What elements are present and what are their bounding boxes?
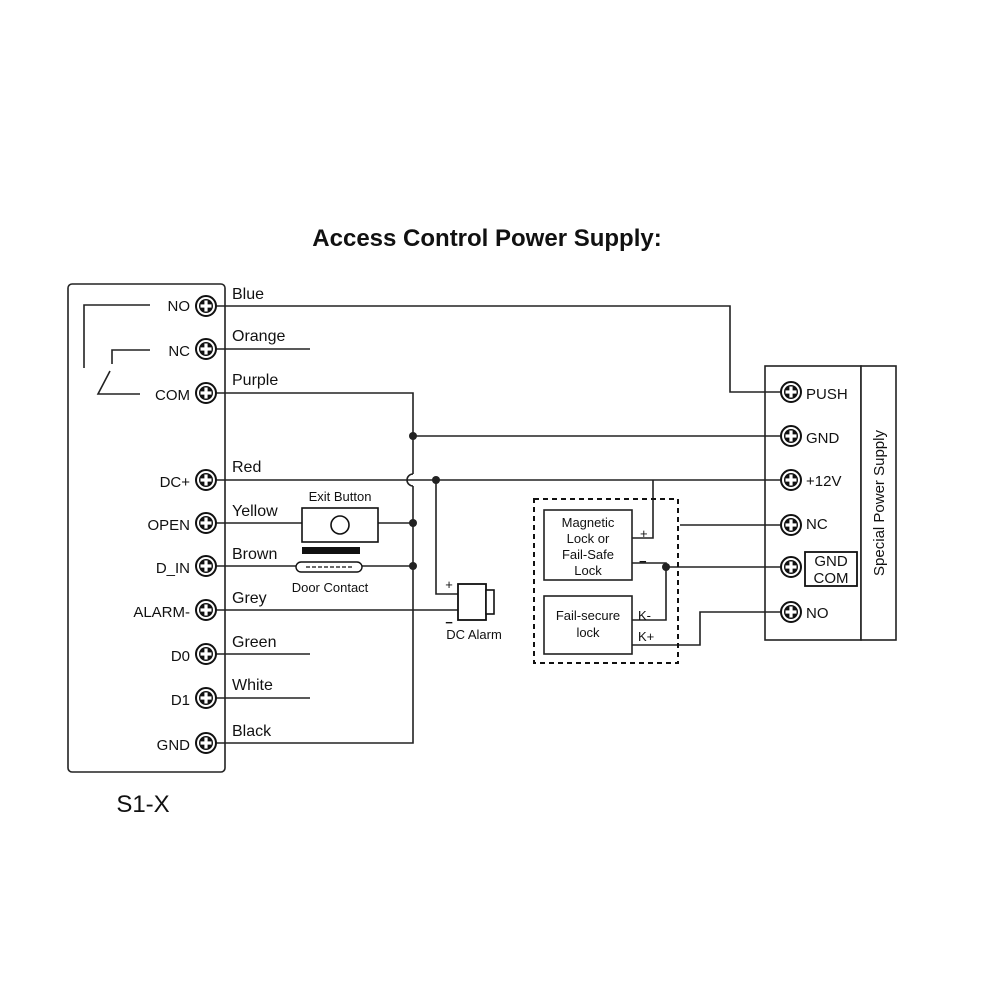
exit-button-knob — [330, 515, 350, 535]
wire-mag-minus-gndcom — [632, 562, 780, 568]
fail-secure-line-2: lock — [576, 625, 600, 640]
wire-alarm-plus — [435, 480, 460, 595]
screw-icon — [195, 382, 217, 404]
wire-label-green: Green — [232, 634, 276, 651]
screw-icon — [195, 643, 217, 665]
wire-label-yellow: Yellow — [232, 503, 278, 520]
screw-icon — [195, 555, 217, 577]
magnetic-lock-line-4: Lock — [574, 563, 602, 578]
relay-symbol — [83, 304, 150, 395]
wire-label-brown: Brown — [232, 546, 277, 563]
screw-icon — [195, 732, 217, 754]
magnetic-lock-line-1: Magnetic — [562, 515, 615, 530]
wire-purple-top — [215, 392, 414, 474]
door-contact-reed — [295, 561, 363, 573]
wire-label-white: White — [232, 677, 273, 694]
door-contact: Door Contact — [292, 547, 369, 595]
screw-icon — [780, 556, 802, 578]
controller-model: S1-X — [116, 791, 169, 818]
screw-icon — [780, 381, 802, 403]
terminal-label-alarm: ALARM- — [133, 604, 190, 621]
ps-terminal-label-push: PUSH — [806, 386, 848, 403]
controller-terminal-labels: NO NC COM DC+ OPEN D_IN ALARM- D0 D1 GND — [133, 298, 190, 754]
ps-terminal-label-no: NO — [806, 605, 829, 622]
screw-icon — [195, 512, 217, 534]
ps-terminal-label-com: COM — [814, 570, 849, 587]
wire-label-blue: Blue — [232, 286, 264, 303]
fail-secure-k-minus: K- — [638, 608, 651, 623]
fail-secure-k-plus: K+ — [638, 629, 654, 644]
magnetic-lock-box — [543, 509, 633, 581]
junction-red — [432, 476, 440, 484]
screw-icon — [195, 687, 217, 709]
magnetic-lock-line-3: Fail-Safe — [562, 547, 614, 562]
dc-alarm-label: DC Alarm — [446, 627, 502, 642]
screw-icon — [195, 338, 217, 360]
terminal-label-com: COM — [155, 387, 190, 404]
wire-label-purple: Purple — [232, 372, 278, 389]
terminal-label-d-in: D_IN — [156, 560, 190, 577]
terminal-label-no: NO — [168, 298, 191, 315]
junction-dots — [409, 432, 670, 571]
power-supply: Special Power Supply PUSH GND +12V NC GN… — [764, 365, 897, 641]
terminal-label-d1: D1 — [171, 692, 190, 709]
dc-alarm-plus: + — [445, 577, 453, 592]
wire-label-black: Black — [232, 723, 272, 740]
junction-lock — [662, 563, 670, 571]
wire-label-orange: Orange — [232, 328, 285, 345]
screw-icon — [195, 599, 217, 621]
wire-color-labels: Blue Orange Purple Red Yellow Brown Grey… — [232, 286, 285, 740]
ps-terminal-label-gnd2: GND — [814, 553, 848, 570]
screw-icon — [780, 601, 802, 623]
exit-button-label: Exit Button — [309, 489, 372, 504]
fail-secure-line-1: Fail-secure — [556, 608, 620, 623]
magnetic-lock-plus: + — [640, 526, 648, 541]
ps-gnd-com-box — [804, 551, 858, 587]
magnetic-lock-line-2: Lock or — [567, 531, 610, 546]
junction-exit — [409, 519, 417, 527]
power-supply-body — [764, 365, 862, 641]
wire-k-plus-no — [632, 611, 780, 646]
diagram-title: Access Control Power Supply: — [312, 225, 661, 252]
wire-blue — [215, 305, 780, 393]
magnetic-lock-minus: − — [639, 554, 647, 569]
terminal-label-d0: D0 — [171, 648, 190, 665]
dc-alarm-minus: − — [445, 615, 453, 630]
dc-alarm-body — [457, 583, 487, 621]
exit-button: Exit Button — [301, 489, 379, 543]
screw-icon — [195, 469, 217, 491]
terminal-label-nc: NC — [168, 343, 190, 360]
junction-door — [409, 562, 417, 570]
wire-label-grey: Grey — [232, 590, 267, 607]
screw-icon — [195, 295, 217, 317]
power-supply-side-panel — [860, 365, 897, 641]
junction-gnd — [409, 432, 417, 440]
lock-group-frame — [533, 498, 679, 664]
terminal-label-dc-plus: DC+ — [160, 474, 191, 491]
screw-icon — [780, 469, 802, 491]
controller-body — [67, 283, 226, 773]
fail-secure-lock-box — [543, 595, 633, 655]
ps-terminal-label-12v: +12V — [806, 473, 841, 490]
terminal-label-gnd: GND — [157, 737, 191, 754]
wires — [215, 305, 780, 744]
power-supply-name: Special Power Supply — [871, 430, 888, 576]
door-contact-magnet — [302, 547, 360, 554]
dc-alarm: + − DC Alarm — [445, 577, 502, 642]
screw-icon — [780, 514, 802, 536]
ps-terminal-label-nc: NC — [806, 516, 828, 533]
screw-icon — [780, 425, 802, 447]
wire-label-red: Red — [232, 459, 261, 476]
wire-purple-black-bus — [215, 486, 414, 744]
terminal-label-open: OPEN — [147, 517, 190, 534]
ps-terminal-label-gnd: GND — [806, 430, 840, 447]
door-contact-label: Door Contact — [292, 580, 369, 595]
wire-k-minus — [632, 567, 667, 621]
lock-group: Magnetic Lock or Fail-Safe Lock + − Fail… — [533, 498, 679, 664]
